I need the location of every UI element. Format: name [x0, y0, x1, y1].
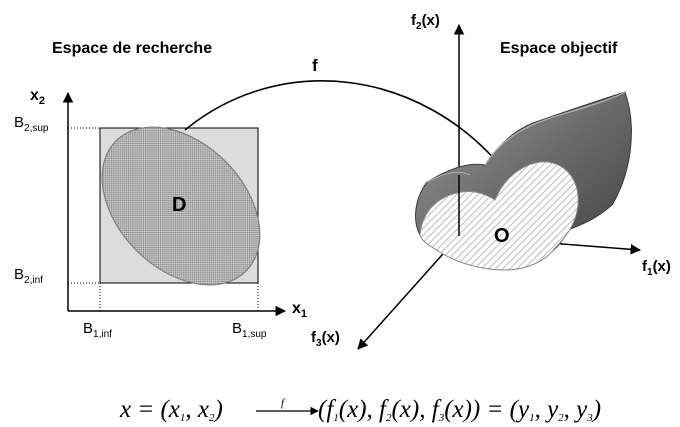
equation-right: (f1(x), f2(x), f3(x)) = (y1, y2, y3) — [318, 396, 602, 424]
f3-axis-label: f3(x) — [311, 329, 340, 349]
equation-arrow-label: f — [281, 397, 285, 409]
search-space-title: Espace de recherche — [52, 40, 213, 57]
x1-axis-label: x1 — [292, 300, 308, 320]
b1-sup-label: B1,sup — [232, 320, 267, 340]
b1-inf-label: B1,inf — [83, 320, 112, 340]
objective-front-face — [419, 161, 579, 271]
f2-axis-label: f2(x) — [411, 12, 440, 32]
f1-axis-label: f1(x) — [642, 258, 671, 278]
x2-axis-label: x2 — [30, 87, 46, 107]
domain-ellipse — [101, 126, 261, 286]
bound-guides — [68, 127, 259, 311]
mapping-label: f — [312, 56, 318, 75]
equation-left: x = (x1, x2) — [120, 396, 223, 424]
objective-label: O — [494, 225, 510, 247]
mapping-arrow — [184, 80, 505, 171]
f3-axis-line — [357, 235, 460, 350]
b2-sup-label: B2,sup — [14, 114, 49, 134]
b2-inf-label: B2,inf — [14, 266, 43, 286]
domain-label: D — [172, 194, 187, 216]
objective-space-title: Espace objectif — [500, 40, 618, 57]
objective-surface — [415, 91, 632, 271]
